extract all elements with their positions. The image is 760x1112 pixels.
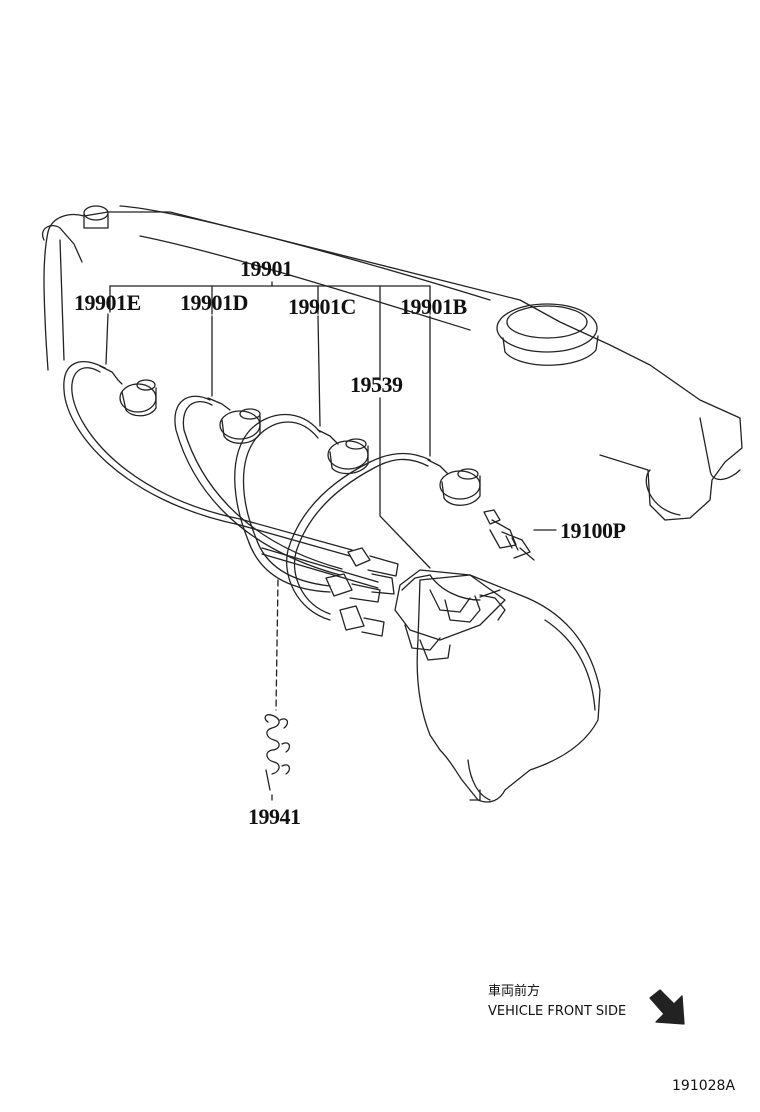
part-label-19539: 19539 xyxy=(350,372,403,397)
plug-boots xyxy=(99,365,481,506)
figure-number: 191028A xyxy=(672,1078,736,1094)
cord-terminals xyxy=(325,547,399,637)
boot-c xyxy=(317,429,369,475)
ignition-cords xyxy=(63,361,431,621)
leader-lines xyxy=(105,281,557,801)
part-label-19901c: 19901C xyxy=(288,294,356,319)
engine-outline xyxy=(41,205,743,521)
distributor-body xyxy=(394,569,601,803)
spark-plug xyxy=(483,509,535,561)
part-label-19941: 19941 xyxy=(248,804,301,829)
direction-label-jp: 車両前方 xyxy=(488,984,541,999)
clamp-part xyxy=(264,714,291,791)
part-label-19901b: 19901B xyxy=(400,294,467,319)
boot-b xyxy=(427,459,481,506)
part-label-19901e: 19901E xyxy=(74,290,141,315)
boot-d xyxy=(207,397,261,444)
boot-e xyxy=(99,365,157,417)
arrow-down-right-icon xyxy=(649,989,685,1025)
part-label-19901d: 19901D xyxy=(180,290,248,315)
direction-label-en: VEHICLE FRONT SIDE xyxy=(488,1004,627,1019)
part-label-19901: 19901 xyxy=(240,256,293,281)
part-label-19100p: 19100P xyxy=(560,518,626,543)
